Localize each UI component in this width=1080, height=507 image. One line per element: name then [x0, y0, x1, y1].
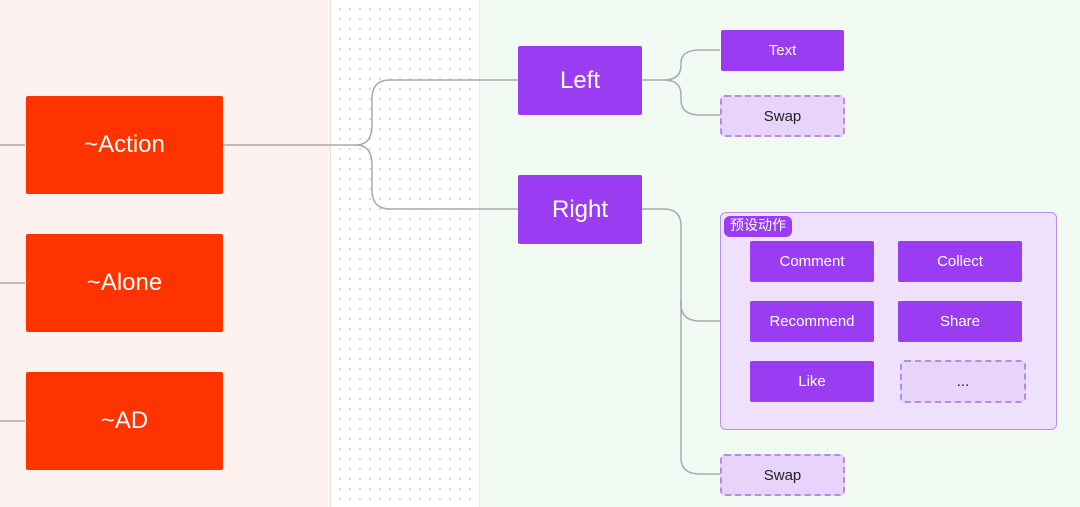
tag-ad-node[interactable]: ~AD [26, 372, 223, 470]
action-comment-button[interactable]: Comment [750, 241, 874, 282]
connector-right-out [642, 208, 720, 322]
action-recommend-button[interactable]: Recommend [750, 301, 874, 342]
connector-to-right-swap [680, 300, 720, 475]
branch-right-node[interactable]: Right [518, 175, 642, 244]
preset-actions-label: 预设动作 [724, 216, 792, 237]
right-swap-placeholder[interactable]: Swap [720, 454, 845, 496]
action-more-placeholder[interactable]: ... [900, 360, 1026, 403]
branch-left-node[interactable]: Left [518, 46, 642, 115]
action-like-button[interactable]: Like [750, 361, 874, 402]
connector-to-left [355, 79, 518, 146]
dotted-canvas [331, 0, 479, 507]
tag-alone-node[interactable]: ~Alone [26, 234, 223, 332]
tag-action-node[interactable]: ~Action [26, 96, 223, 194]
connector-to-right [355, 144, 518, 210]
action-share-button[interactable]: Share [898, 301, 1022, 342]
action-collect-button[interactable]: Collect [898, 241, 1022, 282]
text-node[interactable]: Text [721, 30, 844, 71]
left-swap-placeholder[interactable]: Swap [720, 95, 845, 137]
connector-to-left-swap [663, 79, 720, 116]
connector-to-text [663, 49, 720, 81]
